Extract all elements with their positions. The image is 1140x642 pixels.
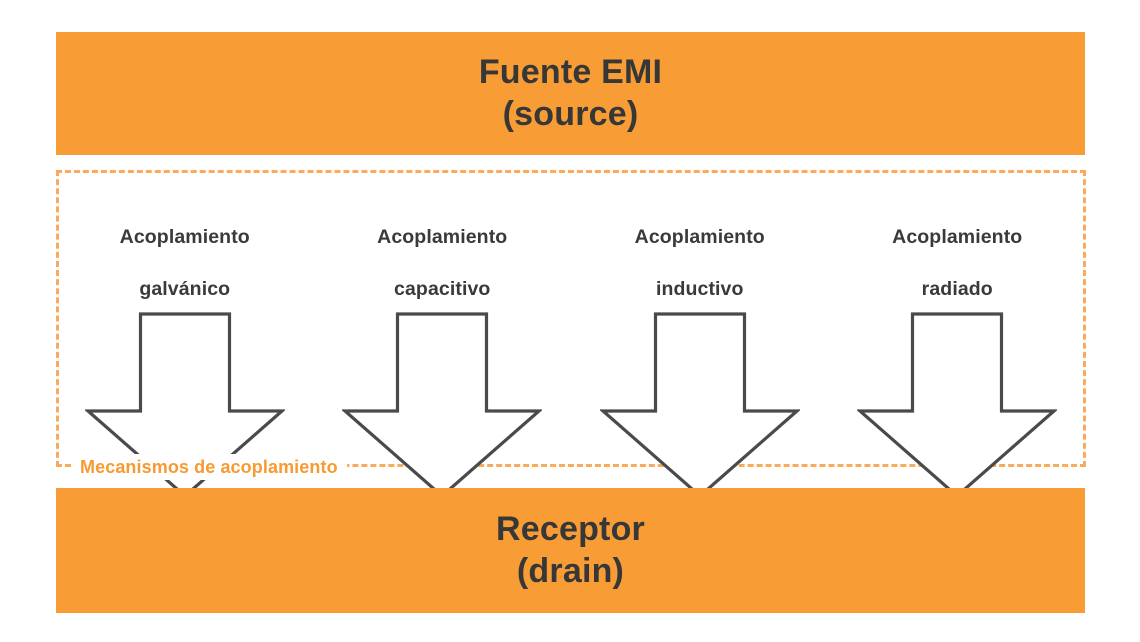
- coupling-mechanisms-box: [56, 170, 1086, 467]
- coupling-label-radiado-line1: Acoplamiento: [892, 225, 1023, 248]
- coupling-item-galvanico: Acoplamiento galvánico: [70, 170, 300, 498]
- coupling-item-radiado: Acoplamiento radiado: [842, 170, 1072, 498]
- coupling-item-inductivo: Acoplamiento inductivo: [585, 170, 815, 498]
- down-arrow-radiado: [857, 312, 1058, 498]
- down-arrow-icon: [84, 312, 285, 498]
- down-arrow-capacitivo: [342, 312, 543, 498]
- coupling-label-capacitivo-line2: capacitivo: [394, 277, 491, 300]
- coupling-label-inductivo-line1: Acoplamiento: [634, 225, 765, 248]
- down-arrow-galvanico: [84, 312, 285, 498]
- down-arrow-inductivo: [599, 312, 800, 498]
- coupling-label-inductivo-line2: inductivo: [655, 277, 744, 300]
- emi-source-title-line1: Fuente EMI: [478, 53, 663, 92]
- emi-source-banner: Fuente EMI (source): [56, 32, 1085, 155]
- down-arrow-icon: [342, 312, 543, 498]
- coupling-label-galvanico: Acoplamiento galvánico: [120, 199, 250, 303]
- coupling-label-capacitivo: Acoplamiento capacitivo: [377, 199, 507, 303]
- coupling-label-capacitivo-line1: Acoplamiento: [377, 225, 508, 248]
- coupling-box-caption: Mecanismos de acoplamiento: [74, 454, 347, 480]
- coupling-item-capacitivo: Acoplamiento capacitivo: [327, 170, 557, 498]
- coupling-label-galvanico-line1: Acoplamiento: [119, 225, 250, 248]
- coupling-mechanisms-list: Acoplamiento galvánico Acoplamiento capa…: [56, 170, 1086, 498]
- coupling-label-radiado: Acoplamiento radiado: [892, 199, 1022, 303]
- coupling-label-inductivo: Acoplamiento inductivo: [635, 199, 765, 303]
- emi-source-title-line2: (source): [502, 94, 639, 133]
- emi-receptor-banner: Receptor (drain): [56, 488, 1085, 613]
- down-arrow-icon: [857, 312, 1058, 498]
- coupling-box-caption-text: Mecanismos de acoplamiento: [80, 456, 338, 477]
- coupling-label-radiado-line2: radiado: [921, 277, 993, 300]
- coupling-label-galvanico-line2: galvánico: [139, 277, 231, 300]
- down-arrow-icon: [599, 312, 800, 498]
- emi-receptor-title-line2: (drain): [516, 551, 625, 590]
- emi-receptor-title-line1: Receptor: [496, 510, 645, 549]
